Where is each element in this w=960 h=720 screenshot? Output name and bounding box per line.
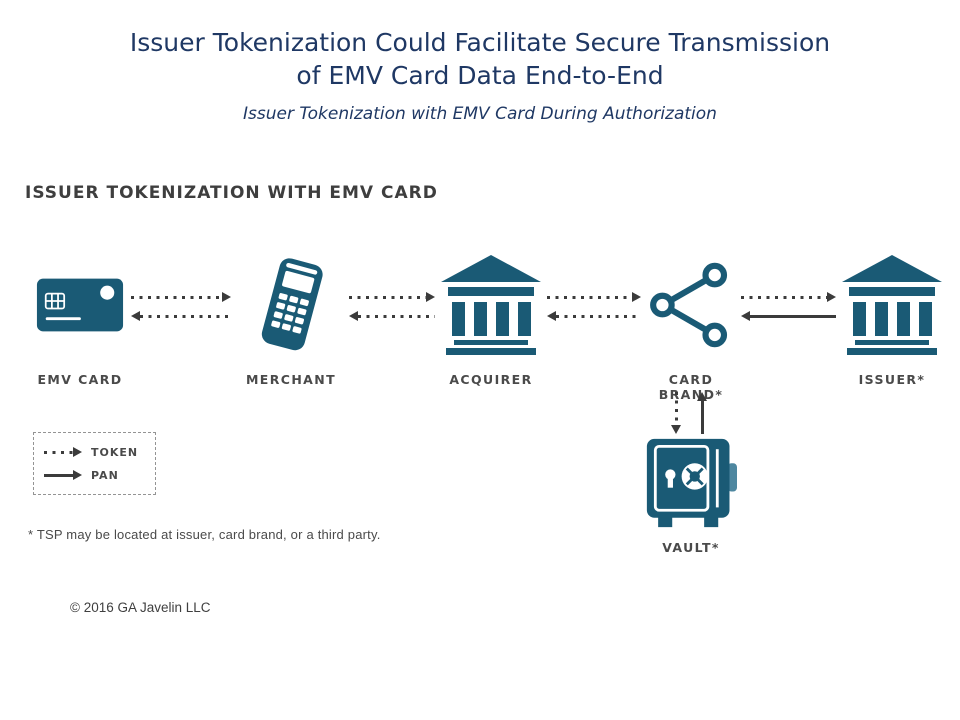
token-arrow-merchant-to-acquirer [349, 292, 435, 302]
safe-icon [646, 438, 737, 528]
node-card-brand [636, 255, 746, 355]
legend-token-row: TOKEN [44, 446, 155, 459]
token-arrow-emvcard-to-merchant [131, 292, 231, 302]
bank-building-icon [842, 255, 942, 355]
network-share-icon [650, 262, 728, 348]
credit-card-icon [36, 278, 124, 332]
node-vault [644, 437, 738, 534]
node-emv-card [25, 255, 135, 355]
section-heading: ISSUER TOKENIZATION WITH EMV CARD [25, 183, 438, 203]
token-legend-arrow [44, 447, 82, 457]
legend-token-label: TOKEN [91, 445, 139, 459]
pos-terminal-icon [261, 258, 323, 351]
label-issuer: ISSUER* [858, 372, 926, 387]
pan-arrow-vault-to-cardbrand [697, 392, 707, 434]
title-line-1: Issuer Tokenization Could Facilitate Sec… [129, 27, 831, 57]
page-subtitle: Issuer Tokenization with EMV Card During… [243, 104, 717, 124]
bank-building-icon [441, 255, 541, 355]
copyright-notice: © 2016 GA Javelin LLC [70, 600, 211, 615]
label-acquirer: ACQUIRER [449, 372, 533, 387]
token-arrow-cardbrand-to-acquirer [547, 311, 641, 321]
node-acquirer [436, 255, 546, 355]
label-vault: VAULT* [662, 540, 720, 555]
token-arrow-merchant-to-emvcard [131, 311, 231, 321]
token-arrow-acquirer-to-merchant [349, 311, 435, 321]
token-arrow-cardbrand-to-issuer [741, 292, 836, 302]
pan-arrow-issuer-to-cardbrand [741, 311, 836, 321]
flow-legend: TOKEN PAN [33, 432, 156, 495]
token-arrow-cardbrand-to-vault [671, 392, 681, 434]
legend-pan-label: PAN [91, 468, 119, 482]
token-arrow-acquirer-to-cardbrand [547, 292, 641, 302]
label-merchant: MERCHANT [245, 372, 337, 387]
tsp-footnote: * TSP may be located at issuer, card bra… [28, 527, 381, 542]
pan-legend-arrow [44, 470, 82, 480]
node-issuer [837, 255, 947, 355]
label-card-brand: CARD BRAND* [658, 372, 724, 402]
node-merchant [236, 255, 346, 355]
title-line-2: of EMV Card Data End-to-End [296, 60, 664, 90]
page-title: Issuer Tokenization Could Facilitate Sec… [0, 26, 960, 92]
label-emv-card: EMV CARD [37, 372, 123, 387]
legend-pan-row: PAN [44, 469, 155, 482]
